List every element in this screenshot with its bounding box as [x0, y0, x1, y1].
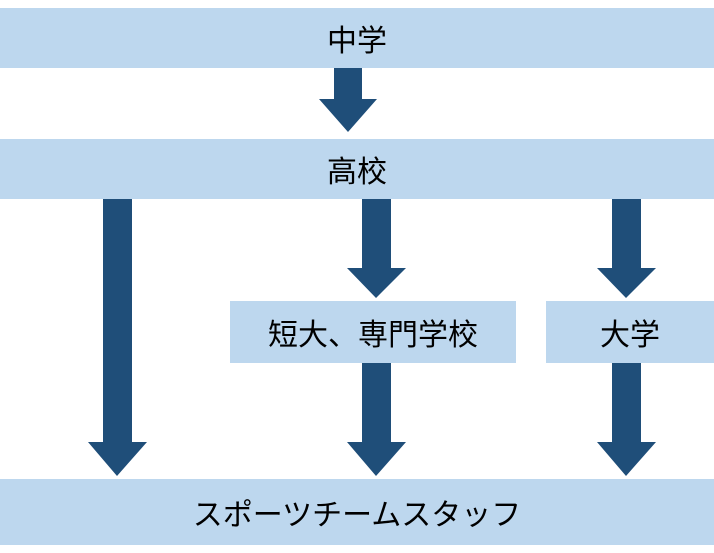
node-junior-high: 中学: [0, 8, 714, 68]
node-college: 短大、専門学校: [230, 301, 516, 363]
node-high-school: 高校: [0, 139, 714, 199]
arrow-high-school-to-college: [347, 199, 406, 298]
arrow-university-to-staff: [597, 363, 656, 476]
arrow-college-to-staff: [347, 363, 406, 476]
node-junior-high-label: 中学: [327, 24, 387, 59]
node-university: 大学: [546, 301, 714, 363]
arrow-high-school-to-staff: [88, 199, 147, 476]
node-university-label: 大学: [600, 318, 660, 353]
node-high-school-label: 高校: [327, 155, 387, 190]
arrow-high-school-to-university: [597, 199, 656, 298]
node-staff-label: スポーツチームスタッフ: [192, 498, 522, 533]
node-staff: スポーツチームスタッフ: [0, 479, 714, 545]
arrow-junior-high-to-high-school: [319, 68, 377, 132]
node-college-label: 短大、専門学校: [268, 318, 478, 353]
